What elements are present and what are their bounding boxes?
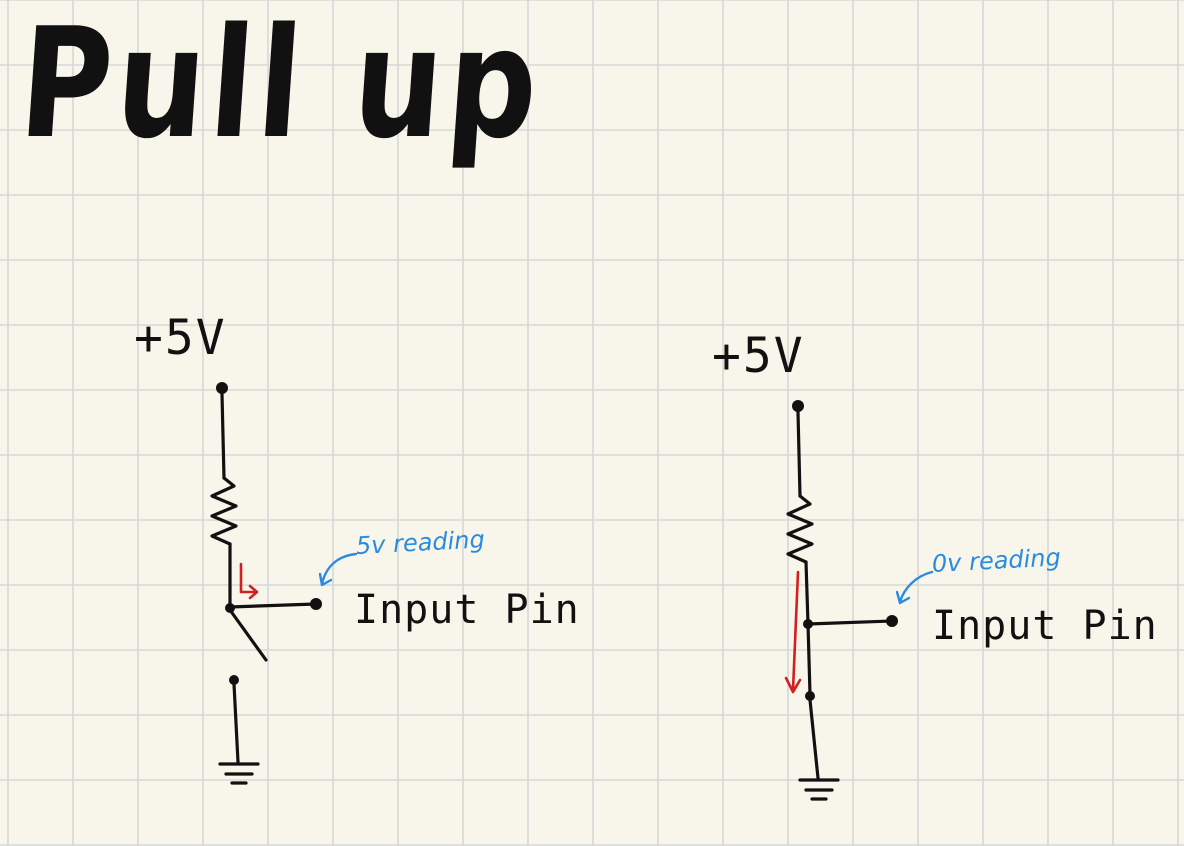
ground-symbol bbox=[798, 778, 840, 801]
closed-switch-wire bbox=[806, 622, 812, 696]
supply-node bbox=[792, 400, 804, 412]
resistor-to-node-wire bbox=[804, 560, 810, 626]
resistor-symbol bbox=[210, 476, 238, 546]
annotation-arrow bbox=[318, 552, 358, 587]
pin-wire bbox=[228, 602, 318, 609]
supply-wire bbox=[796, 410, 802, 498]
annotation-arrow bbox=[895, 570, 934, 605]
input-pin-node bbox=[310, 598, 322, 610]
supply-wire bbox=[220, 392, 226, 480]
current-indicator bbox=[239, 562, 259, 600]
supply-label-left: +5V bbox=[134, 310, 227, 366]
switch-lever bbox=[228, 608, 268, 662]
pin-wire bbox=[806, 619, 894, 626]
switch-contact bbox=[229, 675, 239, 685]
input-pin-label-left: Input Pin bbox=[354, 587, 580, 633]
supply-node bbox=[216, 382, 228, 394]
ground-wire bbox=[808, 698, 820, 780]
supply-label-right: +5V bbox=[712, 328, 805, 384]
ground-wire bbox=[232, 682, 240, 764]
input-pin-node bbox=[886, 615, 898, 627]
reading-annotation-left: 5v reading bbox=[355, 525, 486, 560]
current-arrow bbox=[784, 570, 802, 694]
ground-symbol bbox=[218, 762, 260, 785]
resistor-symbol bbox=[786, 494, 814, 564]
input-pin-label-right: Input Pin bbox=[932, 603, 1158, 649]
circuit-switch-closed bbox=[784, 400, 934, 801]
page-title: Pull up bbox=[14, 0, 549, 172]
switch-contact bbox=[805, 691, 815, 701]
reading-annotation-right: 0v reading bbox=[931, 543, 1062, 578]
circuit-switch-open bbox=[210, 382, 358, 785]
